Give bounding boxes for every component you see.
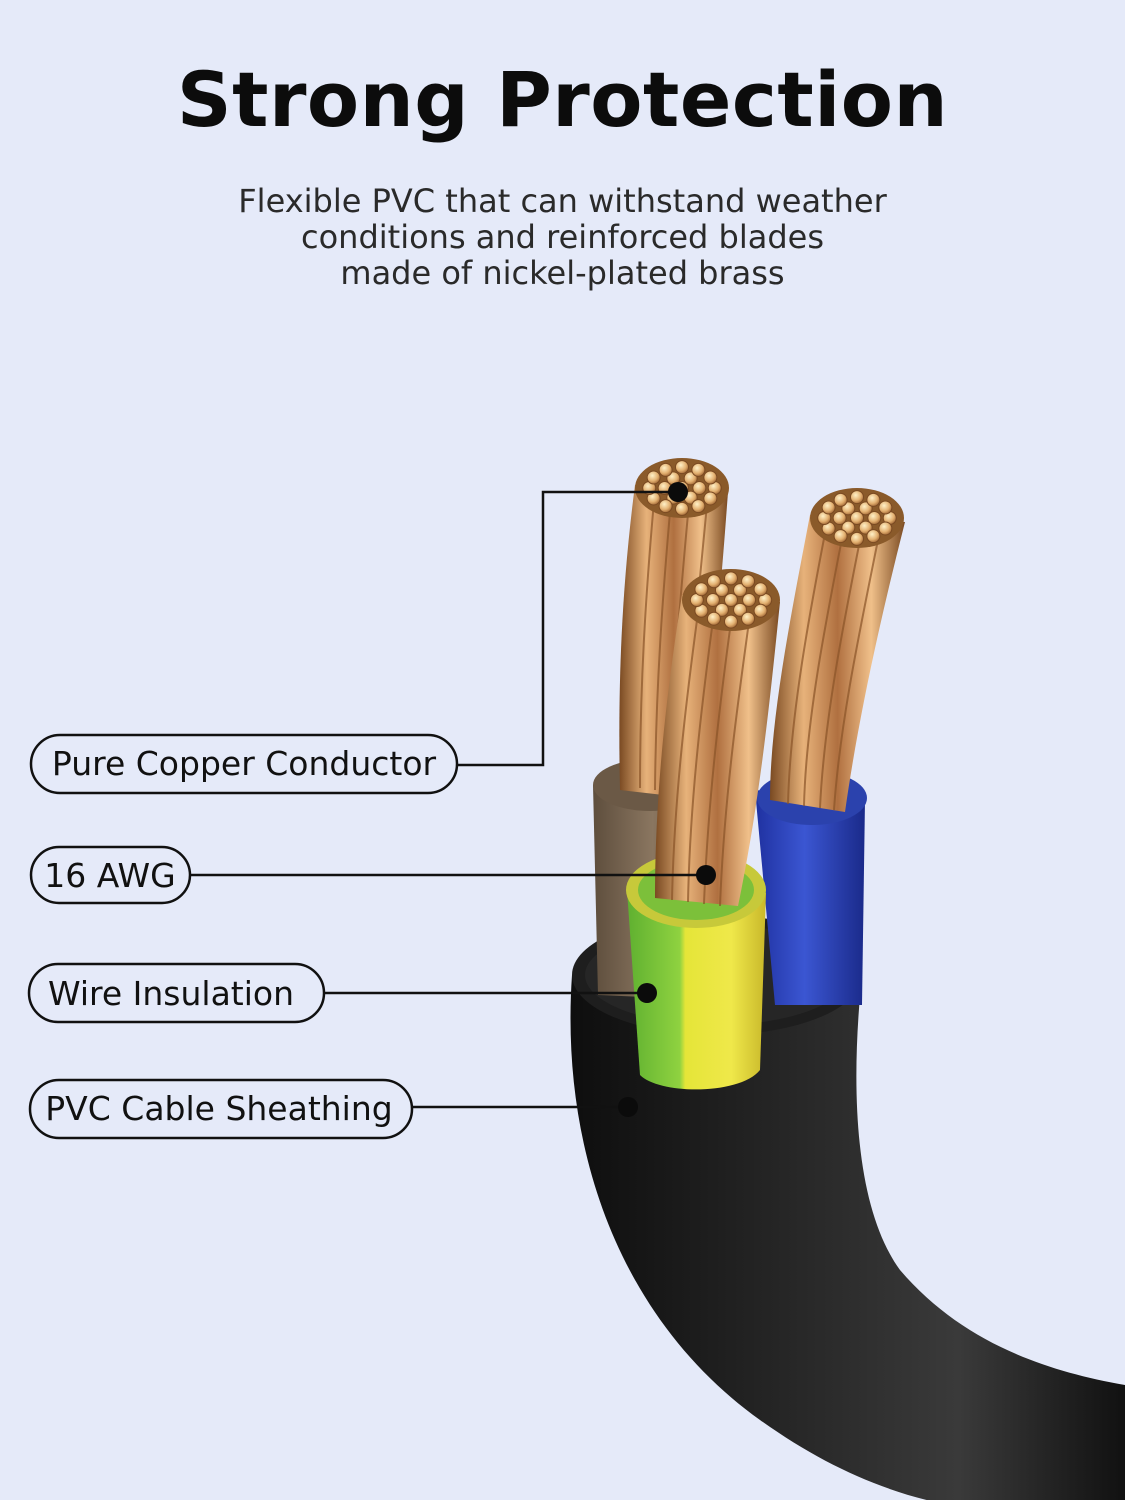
marker-dot-awg: [696, 865, 716, 885]
callout-pill: [29, 845, 192, 905]
callout-label-insulation: Wire Insulation: [48, 974, 294, 1013]
subtitle-line-1: Flexible PVC that can withstand weather: [238, 182, 887, 220]
wire-green-yellow: [626, 595, 780, 1090]
callout-label-awg: 16 AWG: [44, 856, 175, 895]
wire-blue: [755, 515, 905, 1005]
page-subtitle: Flexible PVC that can withstand weather …: [150, 183, 975, 291]
callout-pill: [27, 962, 326, 1024]
marker-dot-insulation: [637, 983, 657, 1003]
page-title: Strong Protection: [176, 55, 949, 144]
subtitle-line-2: conditions and reinforced blades: [300, 218, 825, 256]
callout-pill: [28, 1078, 414, 1140]
callout-wire-insulation: Wire Insulation: [27, 962, 326, 1024]
callout-label-copper: Pure Copper Conductor: [52, 744, 437, 783]
callout-pill: [29, 733, 459, 795]
strand-bundle-right: [810, 488, 904, 548]
callout-pure-copper-conductor: Pure Copper Conductor: [29, 733, 459, 795]
subtitle-line-3: made of nickel-plated brass: [340, 254, 785, 292]
marker-dot-sheathing: [618, 1097, 638, 1117]
leader-line-copper: [457, 490, 678, 767]
callout-pvc-cable-sheathing: PVC Cable Sheathing: [28, 1078, 414, 1140]
strand-bundle-front: [682, 569, 780, 631]
callout-16-awg: 16 AWG: [29, 845, 192, 905]
callout-label-sheathing: PVC Cable Sheathing: [45, 1089, 392, 1128]
marker-dot-copper: [668, 482, 688, 502]
